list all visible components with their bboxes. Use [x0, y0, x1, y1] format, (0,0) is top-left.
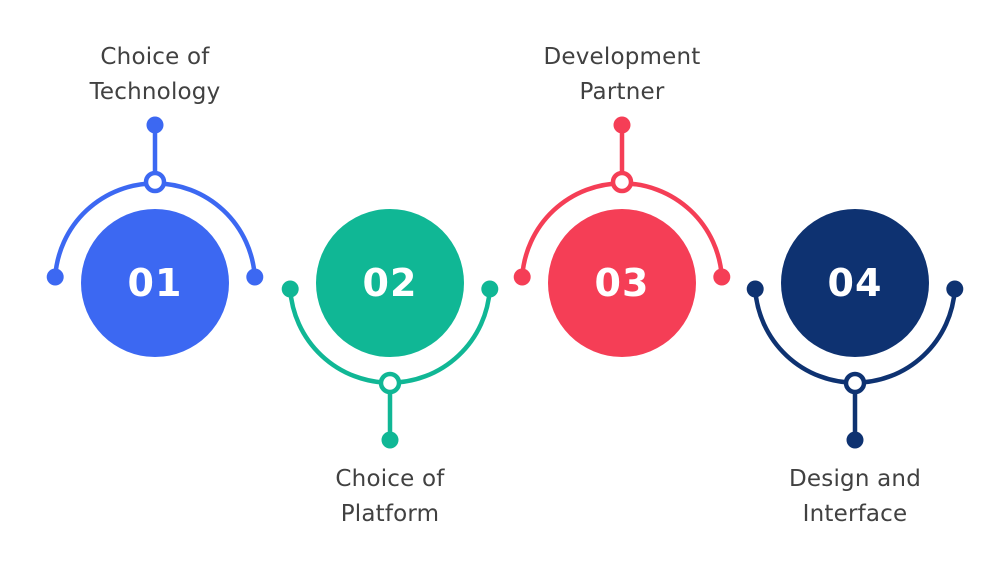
- step-2-graphic: 02: [281, 209, 499, 449]
- step-1: Choice of Technology 01: [38, 0, 272, 565]
- arc-right-dot: [713, 268, 731, 286]
- step-label-line: Interface: [802, 501, 908, 527]
- arc-right-dot: [946, 280, 964, 298]
- step-circle: [548, 209, 696, 357]
- arc-right-dot: [246, 268, 264, 286]
- arc-left-dot: [746, 280, 764, 298]
- step-4-graphic: 04: [746, 209, 964, 449]
- step-number: 04: [828, 261, 883, 305]
- step-label-line: Choice of: [335, 466, 445, 492]
- step-2-label: Choice of Platform: [273, 462, 507, 532]
- arc-left-dot: [46, 268, 64, 286]
- arc-apex-ring: [378, 371, 402, 395]
- arc-apex-ring: [610, 170, 634, 194]
- step-circle: [781, 209, 929, 357]
- step-3-graphic: 03: [513, 116, 731, 357]
- step-number: 02: [363, 261, 418, 305]
- step-3: Development Partner 03: [505, 0, 739, 565]
- step-label-line: Choice of: [100, 44, 210, 70]
- step-2: 02 Choice of Platform: [273, 0, 507, 565]
- step-number: 03: [595, 261, 650, 305]
- arc-apex-ring: [843, 371, 867, 395]
- step-4: 04 Design and Interface: [738, 0, 972, 565]
- arc-right-dot: [481, 280, 499, 298]
- arc-left-dot: [513, 268, 531, 286]
- step-label-line: Technology: [89, 79, 221, 105]
- step-circle: [316, 209, 464, 357]
- step-label-line: Platform: [340, 501, 440, 527]
- step-label-line: Development: [543, 44, 701, 70]
- step-1-label: Choice of Technology: [38, 40, 272, 110]
- step-number: 01: [128, 261, 183, 305]
- step-circle: [81, 209, 229, 357]
- step-label-line: Design and: [789, 466, 921, 492]
- step-3-label: Development Partner: [505, 40, 739, 110]
- arc-apex-ring: [143, 170, 167, 194]
- step-4-label: Design and Interface: [738, 462, 972, 532]
- arc-left-dot: [281, 280, 299, 298]
- step-1-graphic: 01: [46, 116, 264, 357]
- step-label-line: Partner: [579, 79, 665, 105]
